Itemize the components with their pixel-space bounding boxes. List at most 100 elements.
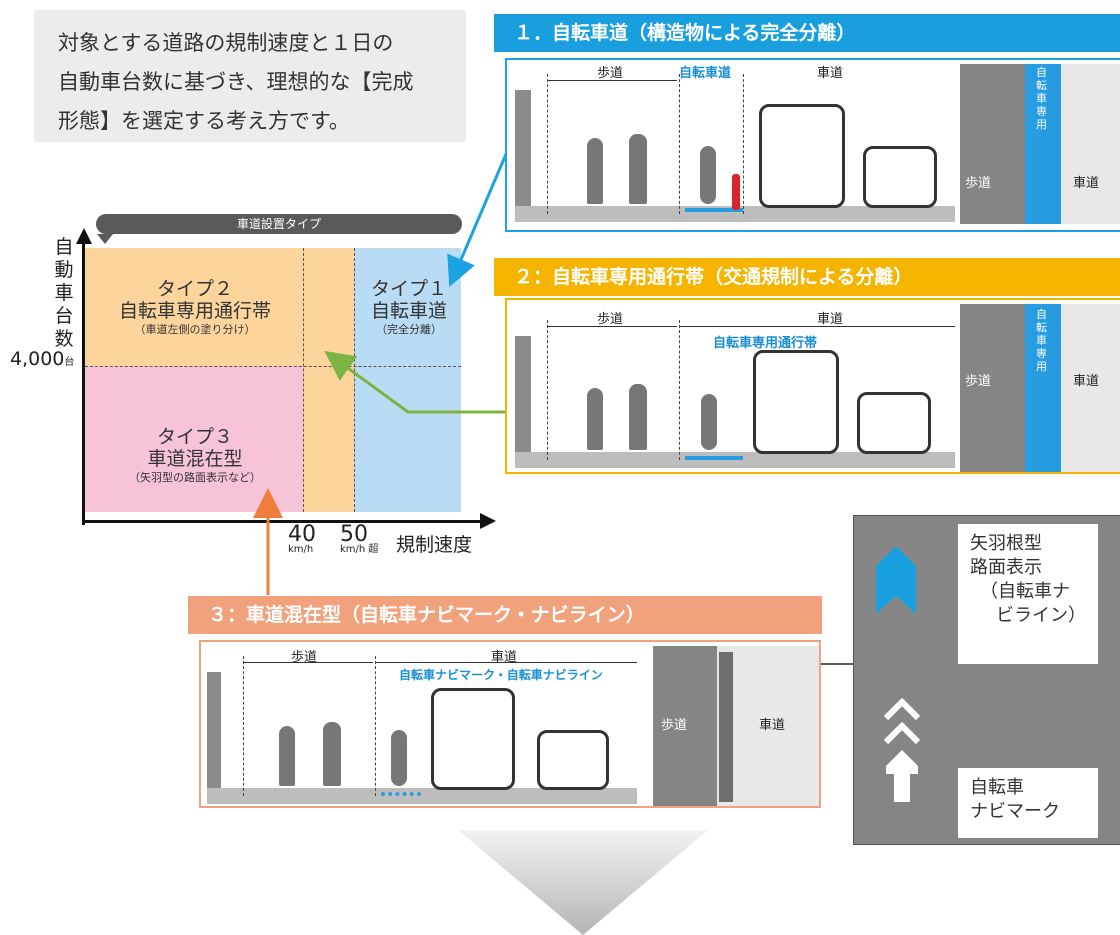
- y-char: 動: [54, 259, 74, 281]
- type1-region: [354, 248, 461, 512]
- type3-region: [85, 366, 303, 512]
- pedestrian-icon: [629, 134, 647, 204]
- type3-name: タイプ３: [156, 426, 233, 448]
- wall: [515, 336, 531, 456]
- arrow-section2: [324, 350, 505, 414]
- dim-tick: [243, 656, 244, 796]
- dim-tick: [679, 74, 680, 214]
- plan-sidewalk: [960, 304, 1025, 472]
- pedestrian-icon: [323, 722, 341, 786]
- x-tick-value: 40: [288, 522, 316, 547]
- section1-header: １．自転車道（構造物による完全分離）: [494, 14, 1120, 52]
- type1-name: タイプ１: [370, 278, 447, 300]
- cyclist-icon: [700, 146, 716, 204]
- type2-note: （車道左側の塗り分け）: [134, 323, 256, 336]
- type1-note: （完全分離）: [376, 323, 442, 336]
- bike-lane-label: 自転車専用通行帯: [713, 336, 818, 351]
- bar-arrow-icon: [97, 234, 113, 244]
- bus-icon: [431, 688, 515, 790]
- plan-road-label: 車道: [1073, 176, 1100, 191]
- y-char: 台: [54, 305, 74, 327]
- road-dim: [679, 326, 955, 327]
- dim-tick: [547, 320, 548, 460]
- type2-label: タイプ２ 自転車専用通行帯 （車道左側の塗り分け）: [95, 278, 295, 338]
- navi-mark-callout: 自転車 ナビマーク: [958, 768, 1098, 838]
- plan-bike-lane: [1025, 304, 1061, 472]
- x-axis-label: 規制速度: [396, 534, 473, 556]
- dim-tick: [743, 74, 744, 214]
- dim-tick: [547, 74, 548, 214]
- navi-line-marker: [381, 792, 421, 800]
- x-tick-unit: km/h 超: [340, 544, 379, 555]
- pedestrian-icon: [279, 726, 295, 786]
- plan-road-label: 車道: [1073, 374, 1100, 389]
- cyclist-icon: [701, 394, 717, 450]
- road-label: 車道: [491, 650, 518, 665]
- type2-name: タイプ２: [156, 278, 233, 300]
- cyclist-icon: [391, 730, 407, 786]
- section1-card: 歩道 自転車道 車道 歩道 車道 自転車専用: [505, 58, 1120, 232]
- plan-navi-strip: [719, 652, 733, 802]
- pedestrian-icon: [629, 384, 647, 450]
- sidewalk-dim: [243, 662, 373, 663]
- road-type-bar: 車道設置タイプ: [96, 214, 462, 234]
- dim-tick: [375, 656, 376, 796]
- ground: [515, 452, 955, 468]
- callout-line: ビライン）: [996, 605, 1086, 626]
- type2-title: 自転車専用通行帯: [118, 300, 271, 322]
- callout-line: ナビマーク: [970, 801, 1060, 822]
- navi-mark-icon: [884, 697, 920, 802]
- y-tick-4000: 4,000台: [10, 348, 74, 370]
- callout-line: （自転車ナ: [980, 581, 1070, 602]
- plan-sidewalk-label: 歩道: [661, 718, 688, 733]
- arrow-mark-icon: [876, 546, 916, 614]
- bike-lane-marker: [685, 208, 743, 212]
- callout-line: 路面表示: [970, 557, 1042, 578]
- bike-lane-label: 自転車ナビマーク・自転車ナビライン: [399, 668, 603, 682]
- callout-line: 矢羽根型: [970, 533, 1042, 554]
- plan-sidewalk-label: 歩道: [965, 374, 992, 389]
- car-icon: [863, 146, 937, 208]
- car-icon: [537, 730, 609, 790]
- type3-title: 車道混在型: [147, 448, 243, 470]
- y-tick-unit: 台: [64, 357, 75, 368]
- intro-line-3: 形態】を選定する考え方です。: [58, 109, 350, 133]
- y-axis-label: 自 動 車 台 数: [52, 236, 76, 351]
- wall: [207, 672, 221, 792]
- intro-box: 対象とする道路の規制速度と１日の 自動車台数に基づき、理想的な【完成 形態】を選…: [34, 10, 466, 142]
- type1-label: タイプ１ 自転車道 （完全分離）: [357, 278, 461, 338]
- plan-lane-text: 自転車専用: [1036, 308, 1047, 373]
- wall: [515, 90, 531, 210]
- bike-lane-marker: [685, 456, 743, 460]
- y-axis: [82, 240, 85, 525]
- plan-lane-text: 自転車専用: [1036, 66, 1047, 131]
- plan-bike-lane: [1025, 64, 1061, 224]
- y-axis-arrow-icon: [76, 228, 92, 244]
- plan-road: [1061, 64, 1120, 224]
- volume-4000-divider: [85, 366, 461, 367]
- plan-sidewalk: [960, 64, 1025, 224]
- ground: [515, 206, 955, 222]
- x-tick-value: 50: [340, 522, 368, 547]
- road-dim: [375, 662, 637, 663]
- callout-line: 自転車: [970, 777, 1024, 798]
- bollard-icon: [732, 174, 740, 210]
- section2-card: 歩道 車道 自転車専用通行帯 歩道 車道 自転車専用: [505, 298, 1120, 474]
- pedestrian-icon: [587, 138, 603, 204]
- sidewalk-dim: [547, 80, 677, 81]
- x-axis-arrow-icon: [480, 513, 496, 529]
- plan-sidewalk-label: 歩道: [965, 176, 992, 191]
- road-label: 車道: [817, 66, 844, 81]
- ground: [207, 788, 637, 804]
- pedestrian-icon: [587, 388, 603, 450]
- speed-40-divider: [303, 248, 304, 512]
- marking-legend-panel: 矢羽根型 路面表示 （自転車ナ ビライン） 自転車 ナビマーク: [853, 515, 1120, 845]
- y-char: 車: [54, 282, 74, 304]
- bus-icon: [759, 104, 845, 208]
- sidewalk-label: 歩道: [597, 312, 624, 327]
- car-icon: [857, 392, 931, 454]
- intro-line-2: 自動車台数に基づき、理想的な【完成: [58, 70, 414, 94]
- y-char: 自: [54, 236, 74, 258]
